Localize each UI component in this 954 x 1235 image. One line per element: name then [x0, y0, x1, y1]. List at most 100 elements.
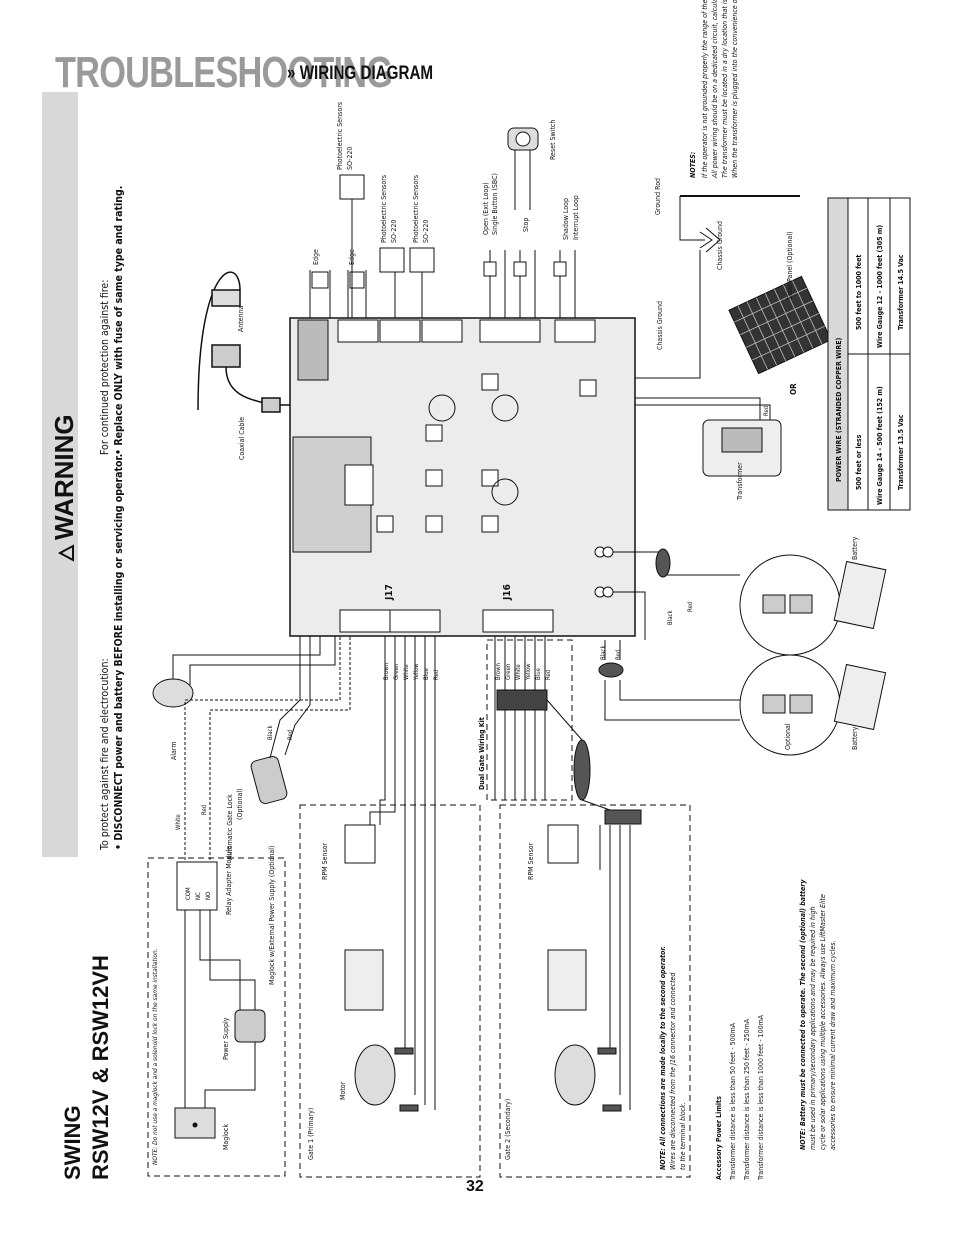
- board-connector: [421, 319, 463, 343]
- chassis-ground-icon: [699, 227, 721, 253]
- board-dial: [491, 394, 519, 422]
- power-wires: [635, 397, 771, 420]
- j16-wire-colors: Brown Green White Yellow Blue Red: [495, 663, 552, 681]
- or-label: OR: [789, 383, 798, 395]
- gate1-motor-label: Motor: [339, 1081, 347, 1100]
- warning-text: To protect against fire and electrocutio…: [99, 186, 125, 851]
- title-separator: »: [287, 63, 296, 84]
- photo-sensor-icon: [379, 247, 405, 273]
- grounding: [635, 195, 800, 379]
- fuse-icon: [655, 548, 671, 578]
- note-local-line1: NOTE: All connections are made locally t…: [659, 946, 667, 1170]
- wire-color: Red: [545, 670, 552, 680]
- shadow-loop-label: Shadow Loop: [562, 198, 570, 240]
- maglock-screw: [192, 1122, 198, 1128]
- model-line1: SWING: [60, 1105, 85, 1180]
- maglock-label: Maglock: [222, 1124, 230, 1150]
- button-icon: [483, 261, 497, 277]
- wire-color: Yellow: [413, 663, 420, 681]
- kit-wires: [494, 636, 546, 800]
- accessory-limits-title: Accessory Power Limits: [715, 1096, 723, 1180]
- ground-rod-label: Ground Rod: [654, 178, 662, 215]
- maglock-ext-label: Maglock w/External Power Supply (Optiona…: [268, 846, 276, 985]
- transformer-face: [721, 427, 763, 453]
- relay-no-label: NO: [205, 892, 212, 900]
- gate-lock-optional-label: (Optional): [236, 788, 244, 820]
- edge-switch-icon: [349, 271, 365, 289]
- maglock-box: [147, 857, 286, 1177]
- wire-color: Brown: [495, 663, 502, 680]
- page-title: TROUBLESHOOTING: [55, 48, 393, 97]
- board-buttons: [376, 373, 597, 533]
- photo-label-1: Photoelectric Sensors: [336, 102, 344, 170]
- relay-adapter-label: Relay Adapter Module: [225, 846, 233, 915]
- warning-title: WARNING: [49, 414, 79, 540]
- board-connector: [379, 319, 421, 343]
- board-connector-top: [297, 319, 329, 381]
- chassis-ground-label-2: Chassis Ground: [656, 301, 664, 350]
- kit-bundle-icon: [573, 739, 591, 801]
- note-local-line3: to the terminal block.: [679, 1102, 687, 1170]
- j17-wire-colors: Brown Green White Yellow Blue Red: [383, 663, 440, 681]
- wire-color: Blue: [423, 667, 430, 680]
- j17-connector-b: [389, 609, 441, 633]
- fuse-black-label: Black: [600, 645, 607, 660]
- power-table-transformer-2: Transformer 14.5 Vac: [897, 254, 905, 330]
- board-top-connectors: [337, 319, 596, 343]
- accessory-limit-2: Transformer distance is less than 250 fe…: [743, 1018, 751, 1181]
- coax-coil: [211, 344, 241, 368]
- fuse-red-label: Red: [615, 650, 622, 660]
- terminal-block: [604, 809, 642, 825]
- note-battery-line4: accessories to ensure minimal current dr…: [829, 940, 837, 1150]
- maglock-wires: [184, 910, 256, 1108]
- gate-lock-label: Automatic Gate Lock: [226, 794, 234, 860]
- photo-label-2b: SO-220: [390, 220, 398, 243]
- interrupt-loop-label: Interrupt Loop: [572, 195, 580, 240]
- board-button: [425, 424, 443, 442]
- single-button-label: Single Button (SBC): [491, 173, 499, 235]
- wire-color: Brown: [383, 663, 390, 680]
- open-exit-label: Open (Exit Loop): [482, 182, 490, 235]
- antenna-body: [211, 289, 241, 307]
- alarm-wires: [172, 636, 336, 685]
- relay-nc-label: NC: [195, 892, 202, 900]
- ground-wire: [679, 196, 705, 241]
- warning-line2: • DISCONNECT power and battery BEFORE in…: [113, 454, 125, 850]
- power-supply-label: Power Supply: [222, 1017, 230, 1060]
- gate2-label: Gate 2 (Secondary): [504, 1099, 512, 1160]
- sensor-wires: [351, 199, 423, 318]
- battery-icon: [833, 560, 887, 630]
- kit-connector-icon: [496, 689, 548, 711]
- power-table-gauge-2: Wire Gauge 12 - 1000 feet (305 m): [876, 225, 884, 348]
- photo-sensor-icon: [409, 247, 435, 273]
- photo-label-3b: SO-220: [422, 220, 430, 243]
- alarm-label: Alarm: [170, 741, 178, 760]
- transformer-label: Transformer: [736, 462, 744, 501]
- board-button: [481, 515, 499, 533]
- wire-color: Green: [393, 664, 400, 680]
- j16-label: J16: [502, 584, 513, 601]
- power-table-header-1: 500 feet or less: [855, 434, 863, 490]
- wire-connector: [597, 1047, 617, 1055]
- battery-wire: [604, 640, 621, 660]
- motor-icon: [554, 1044, 596, 1106]
- relay-red-label: Red: [201, 805, 208, 815]
- gate1-box: [299, 804, 481, 1178]
- notes-top: NOTES: If the operator is not grounded p…: [689, 0, 739, 179]
- power-table-header-2: 500 feet to 1000 feet: [855, 255, 863, 330]
- battery-plug-icon: [762, 694, 786, 714]
- terminal: [602, 586, 614, 598]
- battery-label-2: Battery: [851, 726, 859, 750]
- battery-icon: [833, 663, 887, 731]
- gate1-label: Gate 1 (Primary): [307, 1108, 315, 1160]
- antenna-label: Antenna: [237, 305, 245, 332]
- power-table-title: POWER WIRE (STRANDED COPPER WIRE): [835, 337, 843, 482]
- battery-label-1: Battery: [851, 536, 859, 560]
- warning-band: [42, 92, 78, 857]
- wire-connector: [394, 1047, 414, 1055]
- battery-wire: [613, 591, 646, 640]
- dual-gate-kit: [494, 636, 611, 811]
- board-button: [425, 515, 443, 533]
- gate1-contents: [344, 636, 436, 1112]
